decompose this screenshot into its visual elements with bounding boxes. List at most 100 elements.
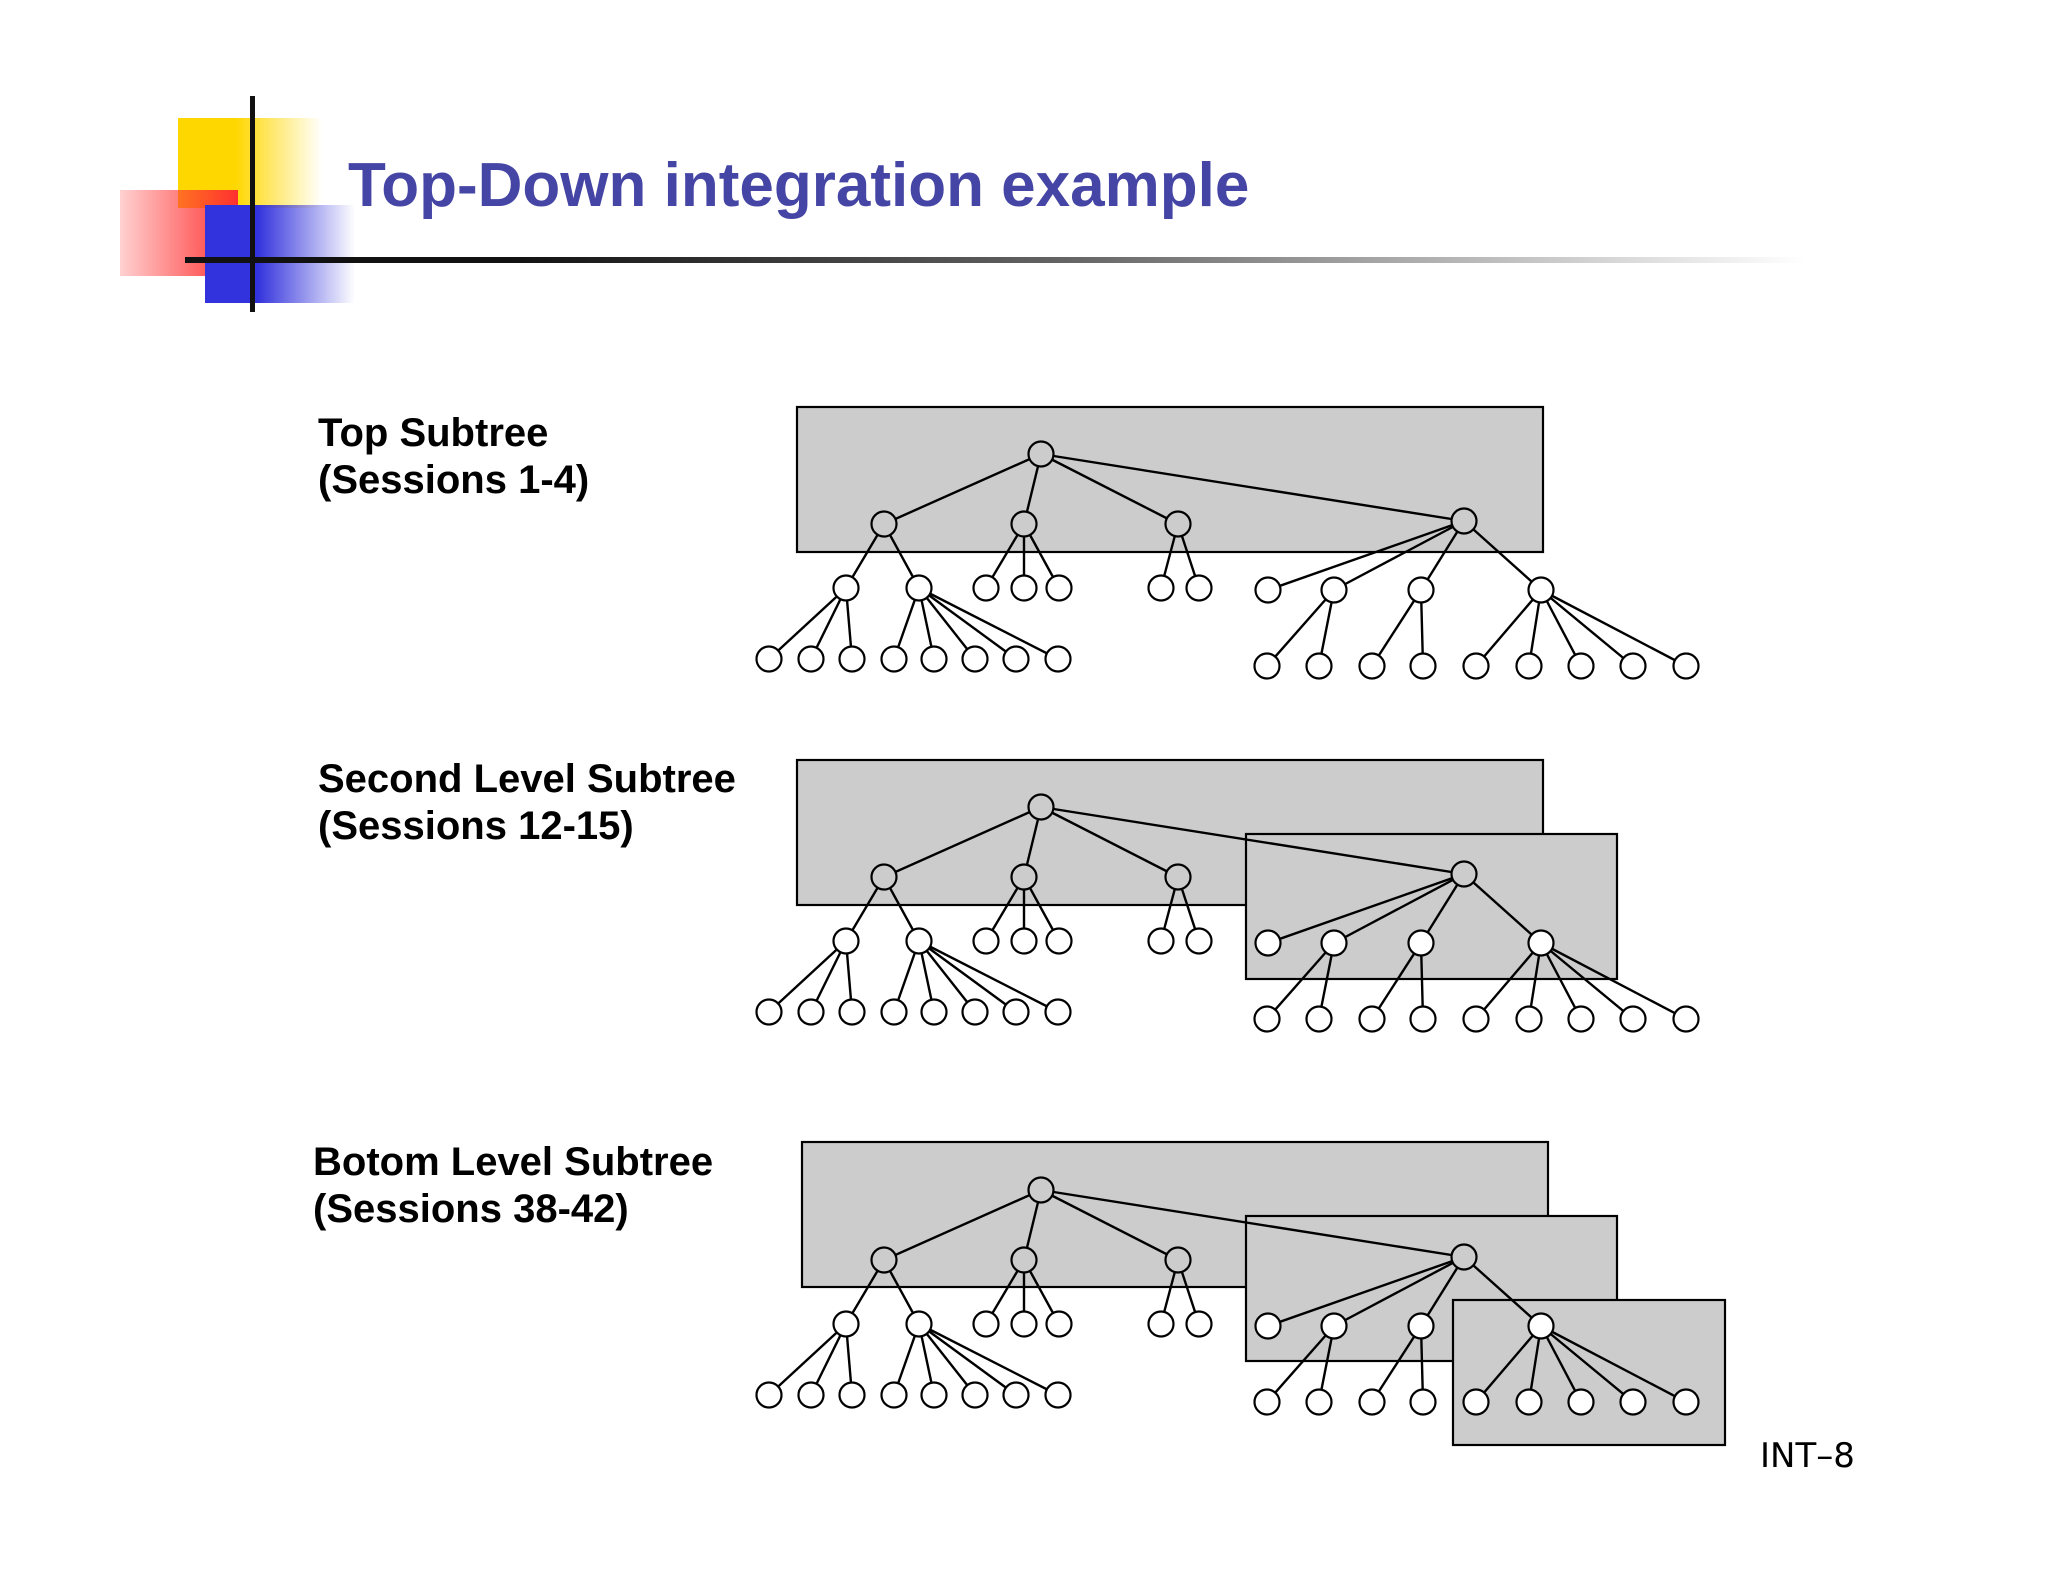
tree-node-leaf	[880, 1381, 908, 1409]
tree-edge	[1267, 872, 1465, 945]
tree-edge	[1463, 1256, 1542, 1327]
tree-node-leaf	[1044, 998, 1072, 1026]
tree-node-level2	[1450, 860, 1478, 888]
tree-edge	[1333, 872, 1465, 945]
tree-node-level2	[1010, 510, 1038, 538]
tree-edge	[918, 587, 1017, 660]
panel-label-second-level-subtree: Second Level Subtree (Sessions 12-15)	[318, 756, 736, 850]
tree-edge	[768, 587, 847, 660]
tree-edge	[1266, 942, 1335, 1020]
tree-edge	[1040, 1188, 1179, 1262]
tree-node-level3	[1254, 1312, 1282, 1340]
tree-edge	[1040, 452, 1179, 526]
tree-node-leaf	[880, 645, 908, 673]
tree-node-leaf	[1358, 652, 1386, 680]
tree-edge	[918, 1322, 1059, 1397]
tree-node-leaf	[961, 998, 989, 1026]
tree-node-leaf	[755, 1381, 783, 1409]
tree-node-level3	[1320, 929, 1348, 957]
tree-node-level2	[1010, 1246, 1038, 1274]
tree-panel-bottom-level-subtree	[755, 1140, 1727, 1447]
tree-edge	[1370, 589, 1423, 667]
tree-edge	[918, 1323, 976, 1396]
tree-edge	[1333, 1255, 1465, 1328]
tree-node-level2	[1164, 1246, 1192, 1274]
tree-node-level3	[1407, 576, 1435, 604]
tree-edge	[883, 452, 1042, 526]
tree-node-level3	[905, 574, 933, 602]
tree-node-level3	[1254, 576, 1282, 604]
tree-node-leaf	[1567, 1388, 1595, 1416]
tree-node-leaf	[1409, 1388, 1437, 1416]
tree-node-leaf	[1619, 1388, 1647, 1416]
tree-panel-second-level-subtree	[755, 758, 1700, 1033]
tree-edge	[918, 587, 976, 660]
tree-node-root	[1027, 440, 1055, 468]
panel-label-line2: (Sessions 12-15)	[318, 804, 634, 848]
tree-node-leaf	[1305, 1005, 1333, 1033]
tree-edge	[768, 1323, 847, 1396]
tree-edge	[1540, 1324, 1687, 1404]
tree-node-leaf	[838, 1381, 866, 1409]
tree-edge	[883, 805, 1042, 879]
tree-node-level3	[1147, 1310, 1175, 1338]
tree-node-leaf	[1462, 1005, 1490, 1033]
tree-node-leaf	[755, 998, 783, 1026]
tree-node-root	[1027, 793, 1055, 821]
tree-node-leaf	[1409, 652, 1437, 680]
tree-edge	[1463, 520, 1542, 591]
tree-edge	[1267, 1255, 1465, 1328]
tree-node-leaf	[1358, 1388, 1386, 1416]
tree-node-level3	[1185, 574, 1213, 602]
tree-edge	[1266, 1325, 1335, 1403]
tree-node-level2	[1450, 1243, 1478, 1271]
tree-node-leaf	[1358, 1005, 1386, 1033]
tree-node-leaf	[1305, 1388, 1333, 1416]
tree-node-level3	[905, 1310, 933, 1338]
tree-node-level3	[832, 1310, 860, 1338]
tree-node-level3	[1185, 1310, 1213, 1338]
tree-node-level3	[832, 927, 860, 955]
tree-edge	[1370, 942, 1423, 1020]
tree-edge	[883, 1188, 1042, 1262]
tree-node-leaf	[797, 645, 825, 673]
tree-edge	[1539, 1325, 1583, 1403]
tree-edge	[1333, 519, 1465, 592]
tree-node-level3	[905, 927, 933, 955]
tree-node-leaf	[1515, 1388, 1543, 1416]
tree-node-leaf	[838, 998, 866, 1026]
tree-node-leaf	[880, 998, 908, 1026]
tree-node-level2	[870, 1246, 898, 1274]
tree-edge	[1540, 941, 1687, 1021]
tree-node-leaf	[1044, 645, 1072, 673]
tree-node-level3	[832, 574, 860, 602]
tree-node-leaf	[1567, 652, 1595, 680]
tree-node-leaf	[1462, 1388, 1490, 1416]
tree-edge	[918, 586, 1059, 661]
tree-edge	[918, 940, 976, 1013]
tree-node-leaf	[1409, 1005, 1437, 1033]
tree-node-leaf	[1002, 998, 1030, 1026]
tree-node-level3	[1045, 1310, 1073, 1338]
tree-node-leaf	[1002, 645, 1030, 673]
tree-node-level2	[870, 863, 898, 891]
tree-node-leaf	[755, 645, 783, 673]
tree-node-level3	[1010, 927, 1038, 955]
tree-node-level2	[1164, 863, 1192, 891]
tree-node-level2	[1450, 507, 1478, 535]
tree-edge	[1266, 589, 1335, 667]
tree-node-leaf	[961, 645, 989, 673]
tree-edge	[1475, 942, 1542, 1020]
tree-edge	[1540, 589, 1634, 667]
tree-node-leaf	[1044, 1381, 1072, 1409]
tree-node-leaf	[920, 998, 948, 1026]
tree-edge	[918, 1323, 1017, 1396]
tree-node-level3	[972, 927, 1000, 955]
tree-node-leaf	[1253, 652, 1281, 680]
tree-node-leaf	[1462, 652, 1490, 680]
tree-node-leaf	[1305, 652, 1333, 680]
tree-node-level3	[1010, 1310, 1038, 1338]
tree-node-level3	[1320, 576, 1348, 604]
